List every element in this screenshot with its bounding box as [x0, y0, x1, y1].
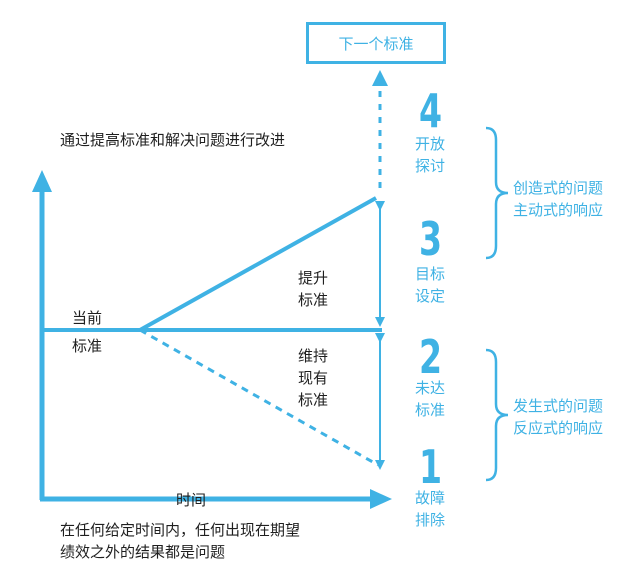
raise-standard-line: [139, 196, 377, 332]
current-standard-line2: 标准: [72, 337, 103, 355]
decline-dashed-line: [139, 328, 379, 467]
step-4-line2: 探讨: [415, 157, 446, 175]
next-standard-arrowhead: [372, 70, 388, 86]
y-axis-arrowhead: [32, 170, 52, 192]
lower-brace: [485, 348, 509, 482]
group-reactive-line1: 发生式的问题: [513, 397, 604, 415]
group-reactive-line2: 反应式的响应: [513, 419, 604, 437]
step-3-line2: 设定: [415, 287, 446, 305]
maintain-standard-line1: 维持: [298, 347, 329, 365]
group-proactive-line1: 创造式的问题: [513, 179, 604, 197]
next-standard-label: 下一个标准: [338, 34, 414, 53]
footer-line1: 在任何给定时间内，任何出现在期望: [60, 521, 301, 539]
maintain-standard-line2: 现有: [298, 369, 329, 387]
upper-brace: [485, 126, 509, 260]
diagram-heading: 通过提高标准和解决问题进行改进: [60, 131, 286, 149]
step-3-line1: 目标: [415, 265, 446, 283]
step-2-line1: 未达: [415, 379, 446, 397]
step-1-number: 1: [419, 440, 443, 494]
maintain-standard-line3: 标准: [298, 391, 329, 409]
step-1-line2: 排除: [415, 511, 446, 529]
step-3-number: 3: [419, 212, 443, 266]
current-standard-line1: 当前: [72, 309, 103, 327]
next-standard-box: 下一个标准: [306, 22, 446, 64]
step-4-number: 4: [419, 84, 443, 138]
raise-standard-line2: 标准: [298, 291, 329, 309]
x-axis-arrowhead: [370, 489, 392, 509]
raise-standard-line1: 提升: [298, 269, 329, 287]
step-4-line1: 开放: [415, 135, 446, 153]
step-2-number: 2: [419, 330, 443, 384]
group-proactive-line2: 主动式的响应: [513, 201, 604, 219]
x-axis-label: 时间: [176, 491, 207, 509]
step-2-line2: 标准: [415, 401, 446, 419]
step-1-line1: 故障: [415, 489, 446, 507]
footer-line2: 绩效之外的结果都是问题: [60, 543, 226, 561]
